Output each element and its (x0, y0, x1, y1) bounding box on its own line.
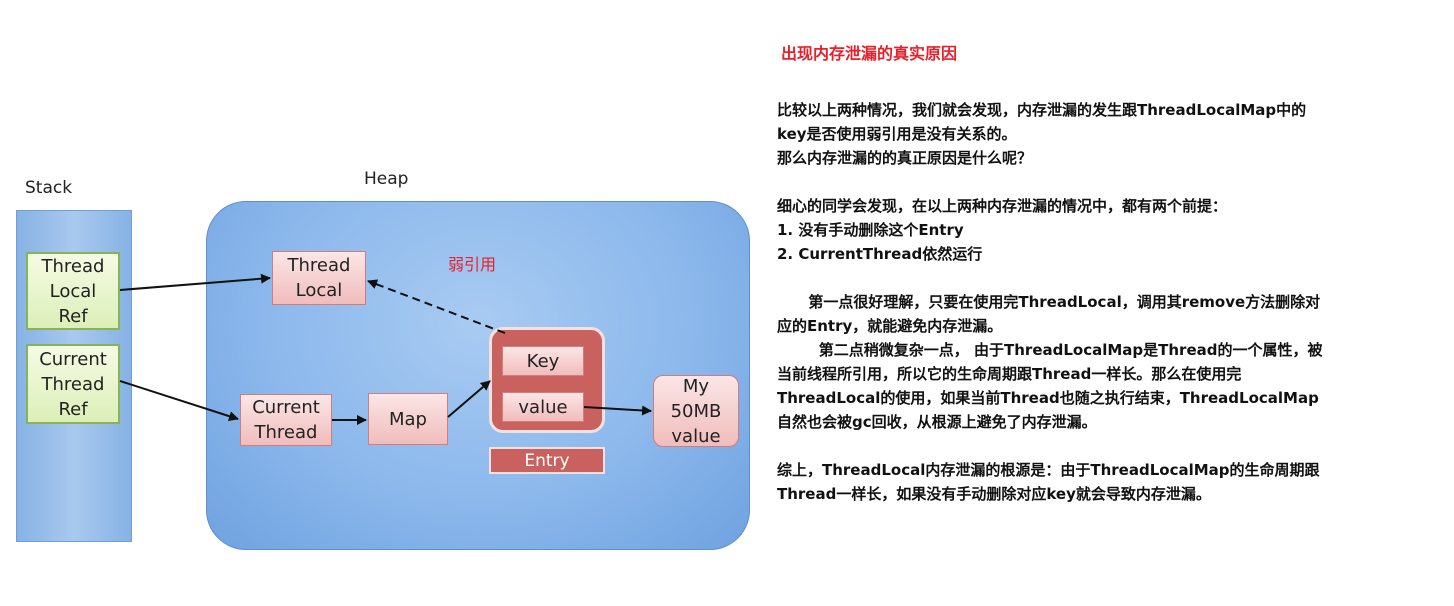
entry-label: Entry (489, 447, 605, 474)
heap-currentthread-node: Current Thread (240, 394, 332, 446)
entry-value-node: value (502, 392, 584, 422)
heap-threadlocal-node: Thread Local (272, 251, 366, 305)
arrow-value-to-myvalue (583, 405, 652, 416)
arrow-map-to-entry (447, 380, 491, 418)
arrow-key-to-threadlocal-weak (367, 279, 506, 334)
arrow-currentthreadref-to-currentthread (119, 380, 239, 422)
article-paragraph: 比较以上两种情况，我们就会发现，内存泄漏的发生跟ThreadLocalMap中的… (777, 101, 1307, 167)
entry-key-node: Key (502, 346, 584, 376)
article-paragraph: 综上，ThreadLocal内存泄漏的根源是：由于ThreadLocalMap的… (777, 461, 1320, 503)
article-paragraph: 第一点很好理解，只要在使用完ThreadLocal，调用其remove方法删除对… (777, 293, 1323, 431)
stack-threadlocal-ref: Thread Local Ref (26, 252, 120, 330)
heap-map-node: Map (368, 393, 448, 445)
article-body: 比较以上两种情况，我们就会发现，内存泄漏的发生跟ThreadLocalMap中的… (777, 98, 1407, 506)
arrow-threadlocalref-to-threadlocal (119, 273, 271, 291)
heap-my-value-node: My 50MB value (653, 375, 739, 447)
article-title: 出现内存泄漏的真实原因 (781, 44, 958, 63)
article-paragraph: 细心的同学会发现，在以上两种内存泄漏的情况中，都有两个前提： 1. 没有手动删除… (777, 197, 1228, 263)
weak-reference-label: 弱引用 (448, 255, 497, 274)
heap-label: Heap (364, 169, 409, 189)
stack-currentthread-ref: Current Thread Ref (26, 344, 120, 424)
stack-label: Stack (25, 178, 73, 198)
